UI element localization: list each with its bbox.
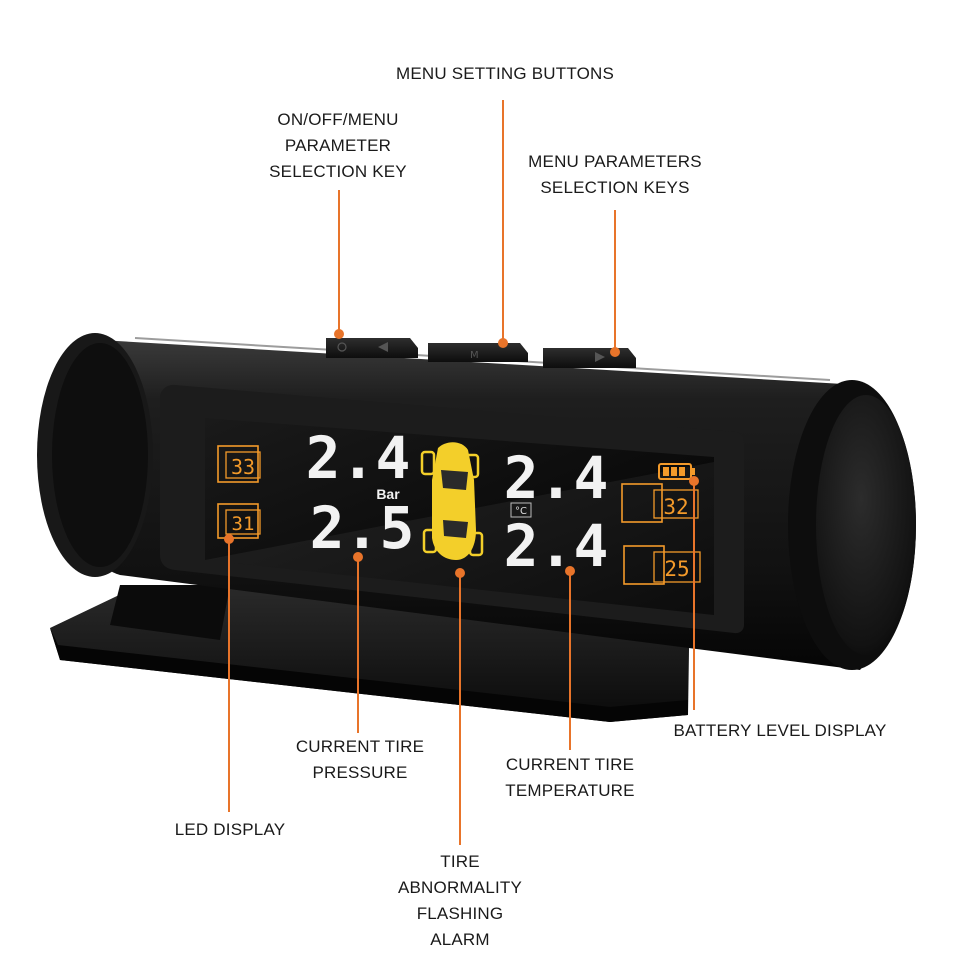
- power-left-button[interactable]: [326, 338, 418, 358]
- callout-dot-param-keys: [610, 347, 620, 357]
- callout-lines: [224, 100, 699, 845]
- label-tire-alarm-line3: FLASHING: [416, 904, 504, 923]
- pressure-front-left: 2.4: [306, 424, 411, 492]
- label-battery-level-display-text: BATTERY LEVEL DISPLAY: [673, 721, 887, 740]
- temp-rear-right: 25: [664, 557, 689, 581]
- label-tire-alarm-line1: TIRE: [440, 852, 480, 871]
- label-on-off-menu-line1: ON/OFF/MENU: [277, 110, 399, 129]
- callout-dot-alarm: [455, 568, 465, 578]
- lcd-display: 33 31 2.4 2.5 2.4 2.4 Bar °C: [217, 424, 701, 585]
- label-current-tire-pressure-line1: CURRENT TIRE: [295, 737, 425, 756]
- label-tire-alarm: TIRE ABNORMALITY FLASHING ALARM: [380, 849, 540, 953]
- label-led-display: LED DISPLAY: [160, 817, 300, 843]
- battery-icon: [658, 463, 695, 480]
- pressure-rear-left: 2.5: [310, 494, 415, 562]
- label-battery-level-display: BATTERY LEVEL DISPLAY: [660, 718, 900, 744]
- temp-unit: °C: [515, 506, 527, 517]
- temp-box-rear-left: 31: [217, 503, 261, 539]
- temp-box-rear-right: 25: [623, 545, 701, 585]
- callout-dot-led: [224, 534, 234, 544]
- right-button[interactable]: [543, 348, 636, 368]
- power-icon: [337, 342, 347, 352]
- callout-dot-on-off: [334, 329, 344, 339]
- label-led-display-text: LED DISPLAY: [174, 820, 286, 839]
- label-current-tire-pressure: CURRENT TIRE PRESSURE: [280, 734, 440, 786]
- pressure-front-right: 2.4: [504, 444, 609, 512]
- temp-unit-box: °C: [510, 502, 532, 518]
- label-on-off-menu: ON/OFF/MENU PARAMETER SELECTION KEY: [240, 107, 436, 185]
- callout-dot-battery: [689, 476, 699, 486]
- label-current-tire-temperature: CURRENT TIRE TEMPERATURE: [492, 752, 648, 804]
- m-button[interactable]: M: [428, 343, 528, 362]
- pressure-rear-right: 2.4: [504, 512, 609, 580]
- callout-dot-menu-buttons: [498, 338, 508, 348]
- temp-rear-left: 31: [232, 513, 255, 535]
- m-icon: M: [470, 350, 479, 361]
- label-menu-parameters-keys-line2: SELECTION KEYS: [540, 178, 690, 197]
- temp-front-left: 33: [231, 455, 255, 479]
- temp-box-front-left: 33: [217, 445, 261, 483]
- label-current-tire-temperature-line1: CURRENT TIRE: [505, 755, 635, 774]
- pressure-unit: Bar: [376, 486, 400, 502]
- label-menu-setting-buttons-text: MENU SETTING BUTTONS: [395, 64, 615, 83]
- label-current-tire-temperature-line2: TEMPERATURE: [505, 781, 635, 800]
- right-arrow-icon: [595, 352, 605, 362]
- label-on-off-menu-line3: SELECTION KEY: [269, 162, 407, 181]
- label-on-off-menu-line2: PARAMETER: [284, 136, 392, 155]
- callout-dot-temperature: [565, 566, 575, 576]
- label-current-tire-pressure-line2: PRESSURE: [312, 763, 408, 782]
- label-tire-alarm-line4: ALARM: [430, 930, 490, 949]
- label-menu-parameters-keys: MENU PARAMETERS SELECTION KEYS: [510, 149, 720, 201]
- temp-box-front-right: 32: [621, 483, 699, 523]
- label-menu-setting-buttons: MENU SETTING BUTTONS: [360, 61, 650, 87]
- label-menu-parameters-keys-line1: MENU PARAMETERS: [528, 152, 702, 171]
- left-arrow-icon: [378, 342, 388, 352]
- callout-dot-pressure: [353, 552, 363, 562]
- car-icon: [420, 442, 484, 560]
- label-tire-alarm-line2: ABNORMALITY: [397, 878, 523, 897]
- temp-front-right: 32: [663, 495, 688, 519]
